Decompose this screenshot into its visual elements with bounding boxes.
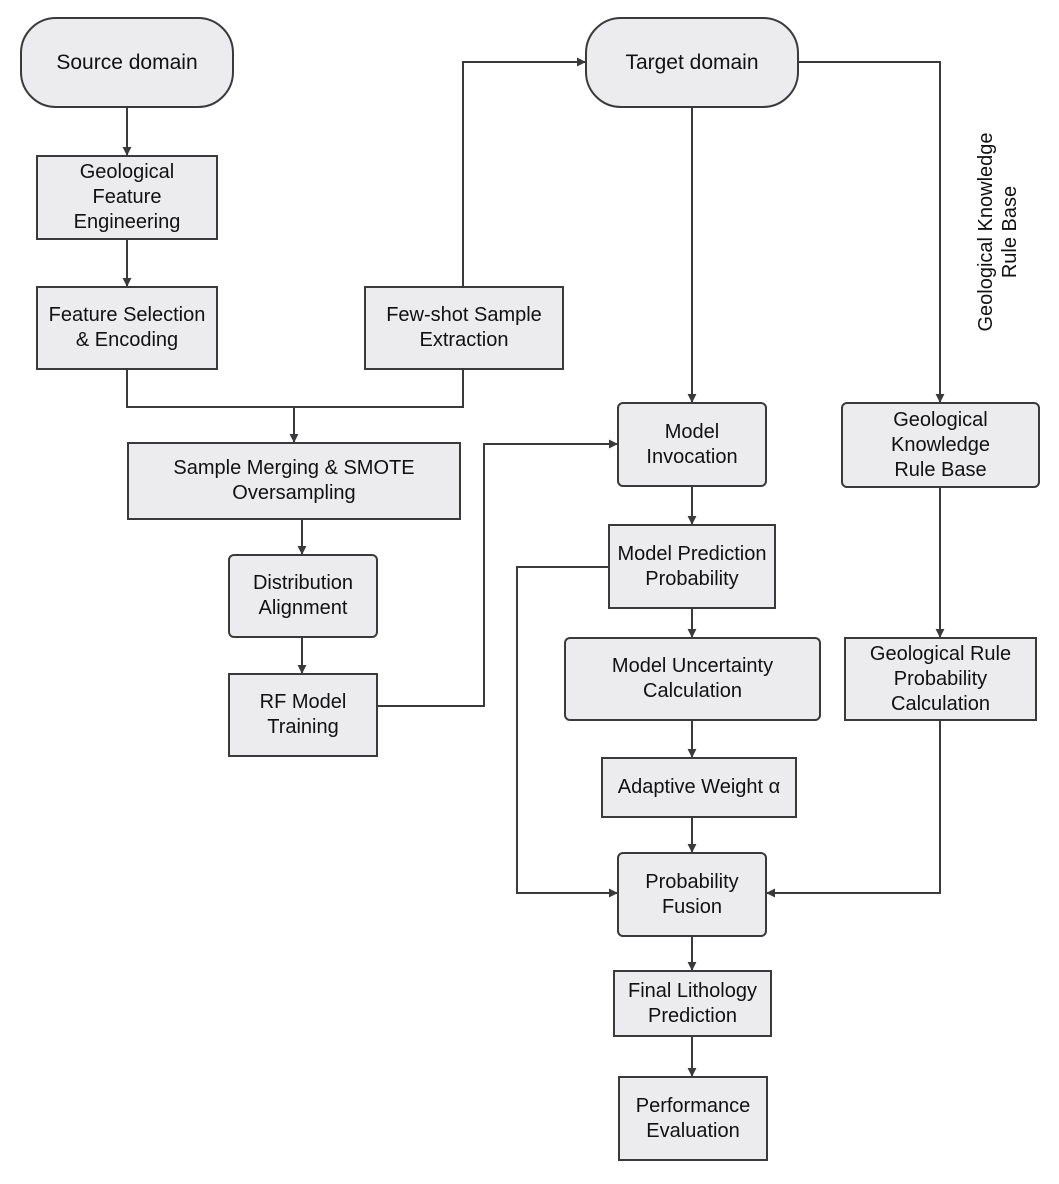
model-invocation-node: Model Invocation — [617, 402, 767, 487]
feature-selection-node: Feature Selection & Encoding — [36, 286, 218, 370]
model-invocation-label: Model Invocation — [646, 420, 738, 468]
adaptive-weight-label: Adaptive Weight α — [617, 776, 781, 798]
performance-evaluation-node: Performance Evaluation — [618, 1076, 768, 1161]
arrow-rule-base-link — [790, 57, 945, 403]
source-domain-label: Source domain — [56, 51, 198, 74]
target-domain-node: Target domain — [585, 17, 799, 108]
geological-feature-engineering-label: Geological Feature Engineering — [73, 161, 181, 233]
probability-fusion-node: Probability Fusion — [617, 852, 767, 937]
probability-fusion-label: Probability Fusion — [645, 870, 739, 918]
distribution-alignment-node: Distribution Alignment — [228, 554, 378, 638]
side-label-rule-base: Geological Knowledge Rule Base — [975, 132, 1021, 332]
arrow-rf-training-to-invocation — [378, 439, 618, 707]
line-few-shot-down — [294, 370, 464, 408]
final-lithology-prediction-node: Final Lithology Prediction — [613, 970, 772, 1037]
performance-evaluation-label: Performance Evaluation — [635, 1094, 751, 1142]
line-feature-selection-down — [126, 370, 294, 408]
few-shot-extraction-label: Few-shot Sample Extraction — [386, 304, 542, 351]
model-uncertainty-label: Model Uncertainty Calculation — [611, 655, 774, 702]
few-shot-extraction-node: Few-shot Sample Extraction — [364, 286, 564, 370]
feature-selection-label: Feature Selection & Encoding — [48, 304, 206, 351]
adaptive-weight-node: Adaptive Weight α — [601, 757, 797, 818]
arrow-target-few-shot-link — [458, 57, 586, 295]
geological-knowledge-rule-base-label: Geological Knowledge Rule Base — [891, 408, 990, 481]
rf-model-training-node: RF Model Training — [228, 673, 378, 757]
sample-merging-node: Sample Merging & SMOTE Oversampling — [127, 442, 461, 520]
geological-knowledge-rule-base-node: Geological Knowledge Rule Base — [841, 402, 1040, 488]
source-domain-node: Source domain — [20, 17, 234, 108]
sample-merging-label: Sample Merging & SMOTE Oversampling — [173, 457, 415, 504]
model-uncertainty-node: Model Uncertainty Calculation — [564, 637, 821, 721]
geological-feature-engineering-node: Geological Feature Engineering — [36, 155, 218, 240]
model-prediction-probability-label: Model Prediction Probability — [617, 542, 767, 590]
geological-rule-probability-label: Geological Rule Probability Calculation — [869, 642, 1012, 715]
geological-rule-probability-node: Geological Rule Probability Calculation — [844, 637, 1037, 721]
target-domain-label: Target domain — [625, 51, 759, 74]
distribution-alignment-label: Distribution Alignment — [252, 572, 354, 619]
final-lithology-prediction-label: Final Lithology Prediction — [628, 979, 757, 1027]
rf-model-training-label: RF Model Training — [259, 691, 347, 738]
model-prediction-probability-node: Model Prediction Probability — [608, 524, 776, 609]
arrow-prediction-bypass-to-fusion — [516, 566, 618, 898]
arrow-rule-probability-to-fusion — [766, 721, 941, 898]
